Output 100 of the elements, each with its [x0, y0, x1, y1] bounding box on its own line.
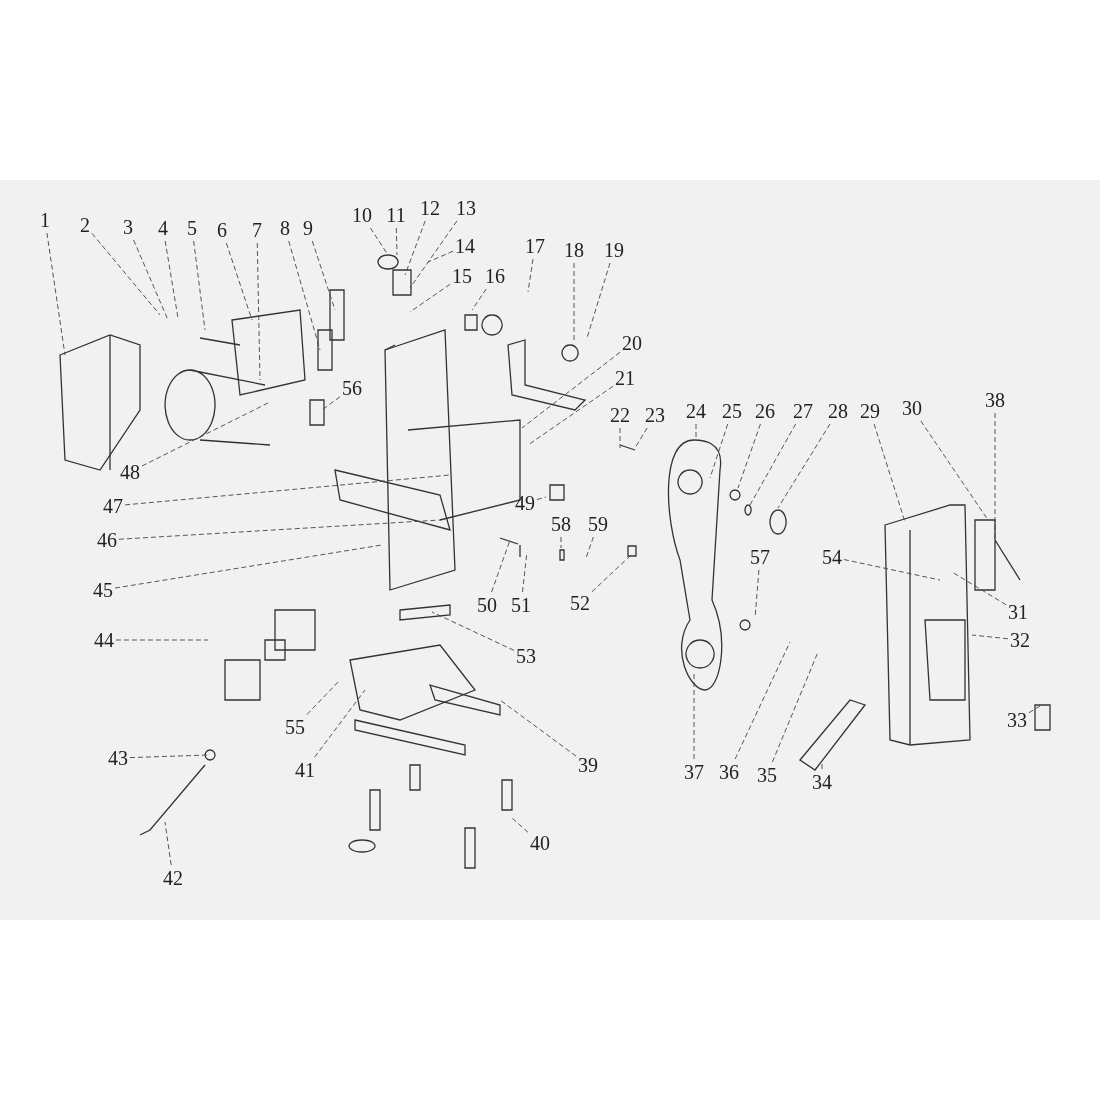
- callout-number: 16: [485, 265, 505, 287]
- callout-number: 51: [511, 594, 531, 616]
- callout-number: 44: [94, 629, 114, 651]
- callout-number: 43: [108, 747, 128, 769]
- callout-number: 6: [217, 219, 227, 241]
- callout-number: 8: [280, 217, 290, 239]
- callout-number: 28: [828, 400, 848, 422]
- callout-number: 17: [525, 235, 545, 257]
- callout-number: 12: [420, 197, 440, 219]
- callout-number: 7: [252, 219, 262, 241]
- leader-line: [591, 555, 631, 593]
- callout-number: 54: [822, 546, 842, 568]
- callout-number: 10: [352, 204, 372, 226]
- leader-line: [749, 423, 797, 506]
- callout-number: 58: [551, 513, 571, 535]
- leader-line: [777, 423, 831, 509]
- callout-number: 23: [645, 404, 665, 426]
- leader-line: [560, 536, 562, 549]
- callout-number: 27: [793, 400, 813, 422]
- callout-number: 13: [456, 197, 476, 219]
- callout-number: 21: [615, 367, 635, 389]
- leader-line: [771, 651, 819, 763]
- leader-line: [695, 423, 697, 439]
- callout-number: 59: [588, 513, 608, 535]
- leader-line: [321, 396, 341, 411]
- leader-line: [431, 611, 515, 651]
- leader-line: [693, 671, 695, 760]
- leader-line: [573, 262, 575, 341]
- leader-line: [164, 240, 179, 319]
- callout-number: 11: [386, 204, 406, 226]
- leader-line: [133, 239, 169, 321]
- callout-number: 18: [564, 239, 584, 261]
- callout-number: 1: [40, 209, 50, 231]
- leader-line: [521, 351, 621, 429]
- leader-line: [920, 420, 989, 521]
- callout-number: 26: [755, 400, 775, 422]
- leader-line: [91, 232, 161, 316]
- leader-line: [821, 761, 823, 770]
- callout-number: 2: [80, 214, 90, 236]
- leader-line: [256, 242, 261, 381]
- leader-line: [619, 427, 621, 449]
- callout-number: 42: [163, 867, 183, 889]
- leader-line: [471, 288, 487, 311]
- leader-line: [843, 559, 941, 581]
- callout-number: 29: [860, 400, 880, 422]
- callout-number: 34: [812, 771, 832, 793]
- leader-line: [129, 754, 209, 759]
- callout-number: 31: [1008, 601, 1028, 623]
- leader-line: [164, 821, 172, 866]
- callout-number: 55: [285, 716, 305, 738]
- callout-number: 33: [1007, 709, 1027, 731]
- leader-line: [404, 220, 426, 276]
- leader-line: [427, 250, 454, 263]
- callout-number: 36: [719, 761, 739, 783]
- leader-line: [1028, 705, 1041, 714]
- leader-line: [734, 641, 791, 760]
- callout-number: 56: [342, 377, 362, 399]
- callout-number: 52: [570, 592, 590, 614]
- callout-number: 20: [622, 332, 642, 354]
- callout-number: 9: [303, 217, 313, 239]
- callout-number: 50: [477, 594, 497, 616]
- callout-number: 46: [97, 529, 117, 551]
- leader-line: [288, 240, 321, 351]
- leader-line: [527, 258, 534, 293]
- callout-number: 35: [757, 764, 777, 786]
- leader-line: [314, 689, 366, 758]
- callout-number: 4: [158, 217, 168, 239]
- callout-number: 40: [530, 832, 550, 854]
- leader-line: [491, 539, 511, 593]
- leader-line: [586, 262, 611, 339]
- callout-number: 19: [604, 239, 624, 261]
- leader-line: [46, 232, 66, 356]
- leader-line: [225, 242, 253, 321]
- leader-line: [306, 679, 341, 715]
- leader-line: [124, 474, 451, 506]
- callout-number: 45: [93, 579, 113, 601]
- callout-number: 22: [610, 404, 630, 426]
- callout-number: 53: [516, 645, 536, 667]
- callout-number: 14: [455, 235, 475, 257]
- leader-line: [115, 639, 209, 641]
- leader-line: [737, 423, 761, 489]
- leader-line: [585, 536, 594, 559]
- callout-number: 25: [722, 400, 742, 422]
- callout-number: 41: [295, 759, 315, 781]
- callout-number: 39: [578, 754, 598, 776]
- callout-number: 30: [902, 397, 922, 419]
- callout-number: 24: [686, 400, 706, 422]
- leader-line: [114, 544, 383, 589]
- callout-number: 3: [123, 216, 133, 238]
- leader-line: [395, 227, 398, 256]
- leader-line: [709, 423, 729, 479]
- leader-line: [141, 401, 271, 467]
- leader-line: [994, 412, 996, 541]
- leader-line: [409, 220, 458, 289]
- leader-line: [118, 519, 441, 540]
- leader-line: [634, 427, 648, 449]
- leader-line: [873, 423, 906, 523]
- callout-number: 37: [684, 761, 704, 783]
- callout-number: 48: [120, 461, 140, 483]
- leader-line: [971, 634, 1009, 640]
